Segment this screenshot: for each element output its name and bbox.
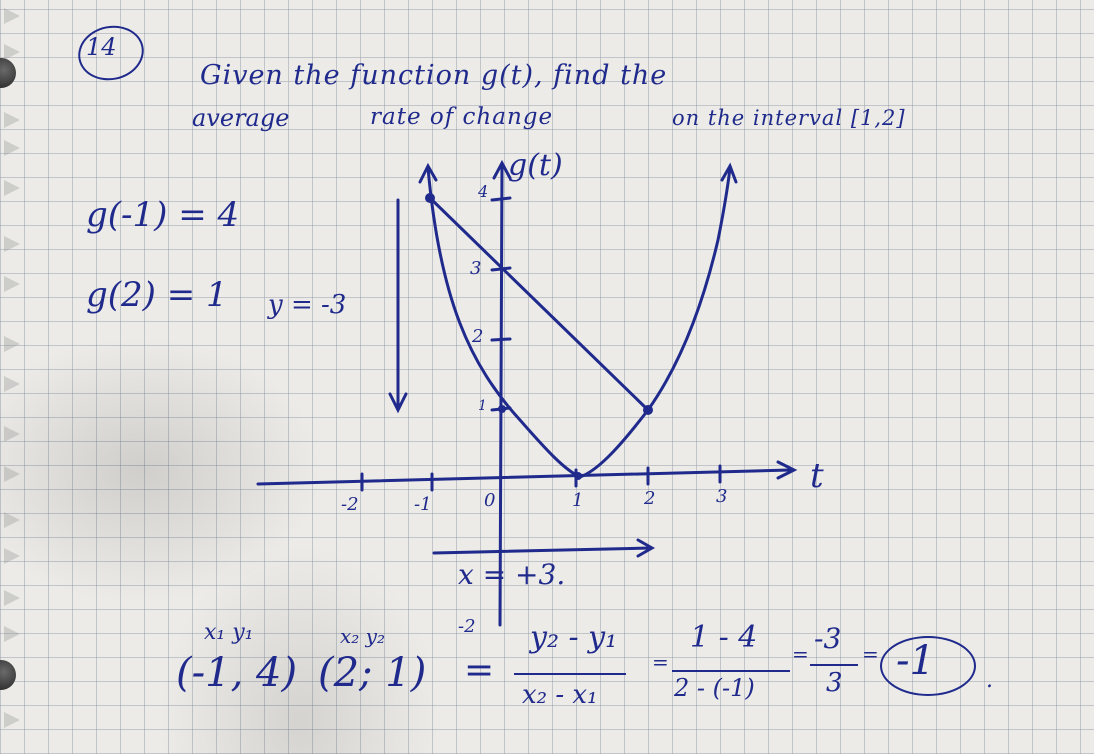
t-axis-line — [256, 468, 792, 486]
equals-1: = — [652, 650, 669, 674]
step-bar — [672, 670, 790, 672]
margin-mark — [4, 236, 20, 252]
g-curve-arrow-right — [720, 162, 738, 184]
margin-mark — [4, 140, 20, 156]
y-change-arrowhead — [388, 392, 408, 414]
x-tick-label: -1 — [414, 494, 432, 515]
point2: (2; 1) — [318, 650, 427, 696]
formula-numerator: y₂ - y₁ — [530, 620, 618, 655]
point-2-1 — [643, 405, 653, 415]
margin-mark — [4, 626, 20, 642]
margin-mark — [4, 548, 20, 564]
point-minus1-4 — [425, 193, 435, 203]
point2-labels: x₂ y₂ — [340, 624, 385, 648]
formula-denominator: x₂ - x₁ — [522, 680, 598, 710]
g-curve — [426, 166, 732, 479]
question-line-1: Given the function g(t), find the — [200, 60, 668, 91]
x-axis-label: t — [810, 456, 824, 496]
margin-mark — [4, 590, 20, 606]
margin-mark — [4, 276, 20, 292]
t-axis-arrow — [776, 460, 798, 480]
result-bar — [810, 664, 858, 666]
secant-line — [428, 196, 650, 412]
y-tick-label: 2 — [472, 326, 484, 347]
margin-mark — [4, 8, 20, 24]
point-1-0 — [574, 472, 582, 480]
margin-mark — [4, 376, 20, 392]
step-numerator: 1 - 4 — [690, 620, 758, 655]
answer: -1 — [896, 638, 935, 684]
x-change-arrowhead — [636, 538, 656, 558]
step-denominator: 2 - (-1) — [674, 674, 755, 702]
y-tick-label: 1 — [478, 398, 487, 414]
equals-2: = — [792, 642, 809, 666]
equals-sign: = — [464, 650, 495, 691]
x-tick-label: 1 — [572, 490, 584, 511]
given-g-minus1: g(-1) = 4 — [86, 195, 240, 235]
result-numerator: -3 — [814, 622, 842, 655]
equals-3: = — [862, 642, 879, 666]
formula-bar — [514, 673, 626, 675]
x-change-arrow — [432, 546, 652, 555]
y-tick — [490, 196, 512, 202]
g-curve-arrow-left — [418, 162, 438, 184]
problem-number: 14 — [86, 33, 117, 61]
question-line-4: on the interval [1,2] — [672, 106, 906, 130]
x-change-label: x = +3. — [458, 558, 566, 591]
given-g-2: g(2) = 1 — [86, 275, 228, 315]
binder-hole — [0, 58, 16, 88]
x-tick-label: 0 — [484, 490, 496, 511]
g-axis-arrow — [492, 159, 512, 180]
result-denominator: 3 — [826, 668, 843, 698]
y-tick-label: 3 — [470, 258, 482, 279]
x-tick-label: 2 — [644, 488, 656, 509]
margin-mark — [4, 44, 20, 60]
margin-mark — [4, 466, 20, 482]
x-tick-label: 3 — [716, 486, 728, 507]
question-line-2: average — [192, 104, 290, 132]
margin-mark — [4, 712, 20, 728]
binding-margin — [0, 0, 42, 754]
margin-mark — [4, 112, 20, 128]
binder-hole — [0, 660, 16, 690]
y-change-label: y = -3 — [268, 290, 347, 320]
answer-circle — [880, 636, 976, 696]
margin-mark — [4, 180, 20, 196]
y-tick — [490, 337, 512, 342]
y-tick-label: 4 — [478, 182, 489, 201]
point-0-1 — [498, 405, 506, 413]
final-period: . — [986, 668, 993, 693]
margin-mark — [4, 512, 20, 528]
question-line-3: rate of change — [370, 104, 554, 130]
margin-mark — [4, 336, 20, 352]
margin-mark — [4, 426, 20, 442]
y-axis-label: g(t) — [508, 148, 563, 183]
below-axis-label: -2 — [458, 616, 476, 637]
point1: (-1, 4) — [176, 650, 298, 696]
point1-labels: x₁ y₁ — [204, 620, 254, 645]
x-tick-label: -2 — [341, 494, 359, 515]
